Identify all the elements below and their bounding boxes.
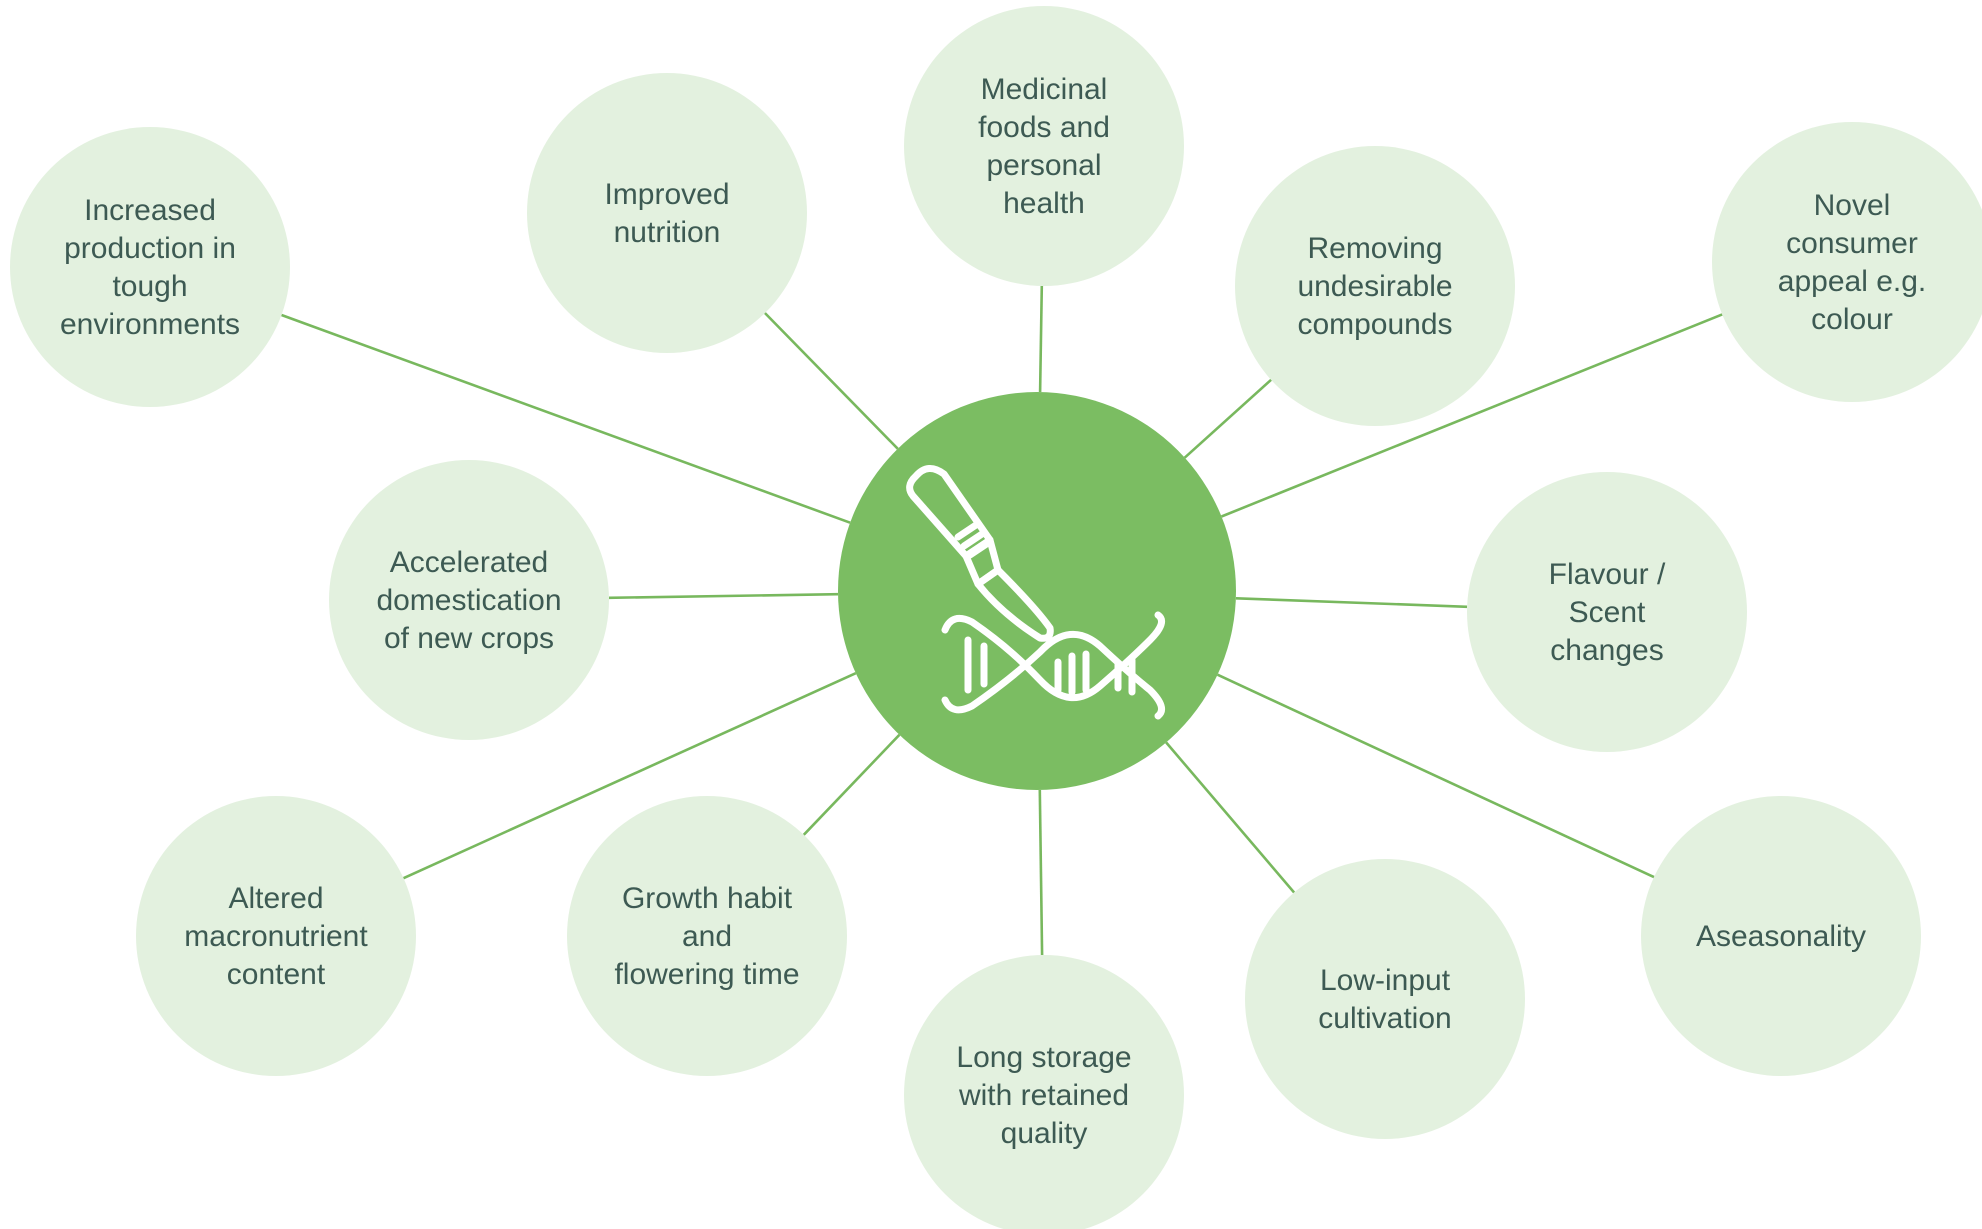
node-circle — [904, 955, 1184, 1229]
node-circle — [1245, 859, 1525, 1139]
node-label: Increased production in tough environments — [60, 194, 240, 341]
node-label-line: Flavour / — [1549, 558, 1666, 591]
node-label-line: Long storage — [956, 1041, 1131, 1074]
node-circle — [1467, 472, 1747, 752]
hub-circle — [838, 392, 1236, 790]
node-label-line: production in — [64, 232, 236, 265]
node-label-line: Aseasonality — [1696, 920, 1866, 953]
node-label-line: tough — [112, 270, 187, 303]
node-improved-nutrition: Improved nutrition — [527, 73, 807, 353]
node-label-line: of new crops — [384, 622, 554, 655]
node-label-line: flowering time — [614, 958, 799, 991]
connectors — [281, 285, 1723, 956]
node-aseasonality: Aseasonality — [1641, 796, 1921, 1076]
connector-aseasonality — [1216, 673, 1655, 879]
node-label: Removing undesirable compounds — [1297, 232, 1452, 341]
node-label-line: Removing — [1307, 232, 1442, 265]
node-label-line: colour — [1811, 303, 1893, 336]
node-label-line: compounds — [1297, 308, 1452, 341]
connector-altered-macronutrient — [402, 672, 857, 880]
scalpel-dna-icon — [906, 465, 1166, 720]
node-circle — [1641, 796, 1921, 1076]
node-label-line: consumer — [1786, 227, 1918, 260]
node-circle — [10, 127, 290, 407]
node-removing-compounds: Removing undesirable compounds — [1235, 146, 1515, 426]
node-label-line: domestication — [376, 584, 561, 617]
node-label: Growth habit and flowering time — [614, 882, 799, 991]
node-label-line: macronutrient — [184, 920, 368, 953]
node-altered-macronutrient: Altered macronutrient content — [136, 796, 416, 1076]
node-novel-consumer-appeal: Novel consumer appeal e.g. colour — [1712, 122, 1982, 402]
node-label-line: content — [227, 958, 326, 991]
node-label-line: Medicinal — [981, 73, 1108, 106]
node-label-line: appeal e.g. — [1778, 265, 1926, 298]
node-circle — [567, 796, 847, 1076]
node-label: Long storage with retained quality — [956, 1041, 1131, 1150]
node-circle — [1235, 146, 1515, 426]
node-label-line: Growth habit — [622, 882, 793, 915]
node-label-line: undesirable — [1297, 270, 1452, 303]
node-label: Accelerated domestication of new crops — [376, 546, 561, 655]
node-label-line: Novel — [1814, 189, 1891, 222]
node-long-storage: Long storage with retained quality — [904, 955, 1184, 1229]
connector-improved-nutrition — [763, 312, 899, 450]
node-increased-production: Increased production in tough environments — [10, 127, 290, 407]
node-label-line: Altered — [228, 882, 323, 915]
node-label-line: Low-input — [1320, 964, 1451, 997]
node-label-line: nutrition — [614, 216, 721, 249]
connector-flavour-scent — [1235, 597, 1468, 609]
node-label: Improved nutrition — [604, 178, 729, 249]
node-label-line: cultivation — [1318, 1002, 1451, 1035]
node-label-line: Scent — [1569, 596, 1646, 629]
node-accelerated-domestication: Accelerated domestication of new crops — [329, 460, 609, 740]
node-label-line: Accelerated — [390, 546, 548, 579]
node-label: Medicinal foods and personal health — [978, 73, 1110, 220]
node-label: Novel consumer appeal e.g. colour — [1778, 189, 1926, 336]
node-medicinal-foods: Medicinal foods and personal health — [904, 6, 1184, 286]
connector-long-storage — [1038, 789, 1044, 956]
node-label: Altered macronutrient content — [184, 882, 368, 991]
node-label-line: health — [1003, 187, 1085, 220]
connector-increased-production — [281, 313, 851, 524]
node-label-line: changes — [1550, 634, 1663, 667]
node-circle — [136, 796, 416, 1076]
connector-novel-consumer-appeal — [1221, 313, 1723, 518]
connector-medicinal-foods — [1038, 285, 1044, 393]
connector-accelerated-domestication — [608, 592, 839, 600]
node-low-input: Low-input cultivation — [1245, 859, 1525, 1139]
connector-removing-compounds — [1183, 378, 1272, 459]
node-label-line: Increased — [84, 194, 216, 227]
node-circle — [1712, 122, 1982, 402]
node-label-line: Improved — [604, 178, 729, 211]
node-label-line: foods and — [978, 111, 1110, 144]
node-label-line: environments — [60, 308, 240, 341]
node-label: Aseasonality — [1696, 920, 1866, 953]
node-circle — [904, 6, 1184, 286]
node-label-line: and — [682, 920, 732, 953]
central-hub — [838, 392, 1236, 790]
node-circle — [527, 73, 807, 353]
node-circle — [329, 460, 609, 740]
node-label-line: quality — [1001, 1117, 1088, 1150]
node-growth-habit: Growth habit and flowering time — [567, 796, 847, 1076]
node-flavour-scent: Flavour / Scent changes — [1467, 472, 1747, 752]
connector-low-input — [1165, 741, 1296, 894]
node-label-line: with retained — [958, 1079, 1129, 1112]
node-label: Low-input cultivation — [1318, 964, 1451, 1035]
connector-growth-habit — [802, 733, 901, 836]
node-label: Flavour / Scent changes — [1549, 558, 1666, 667]
node-label-line: personal — [986, 149, 1101, 182]
